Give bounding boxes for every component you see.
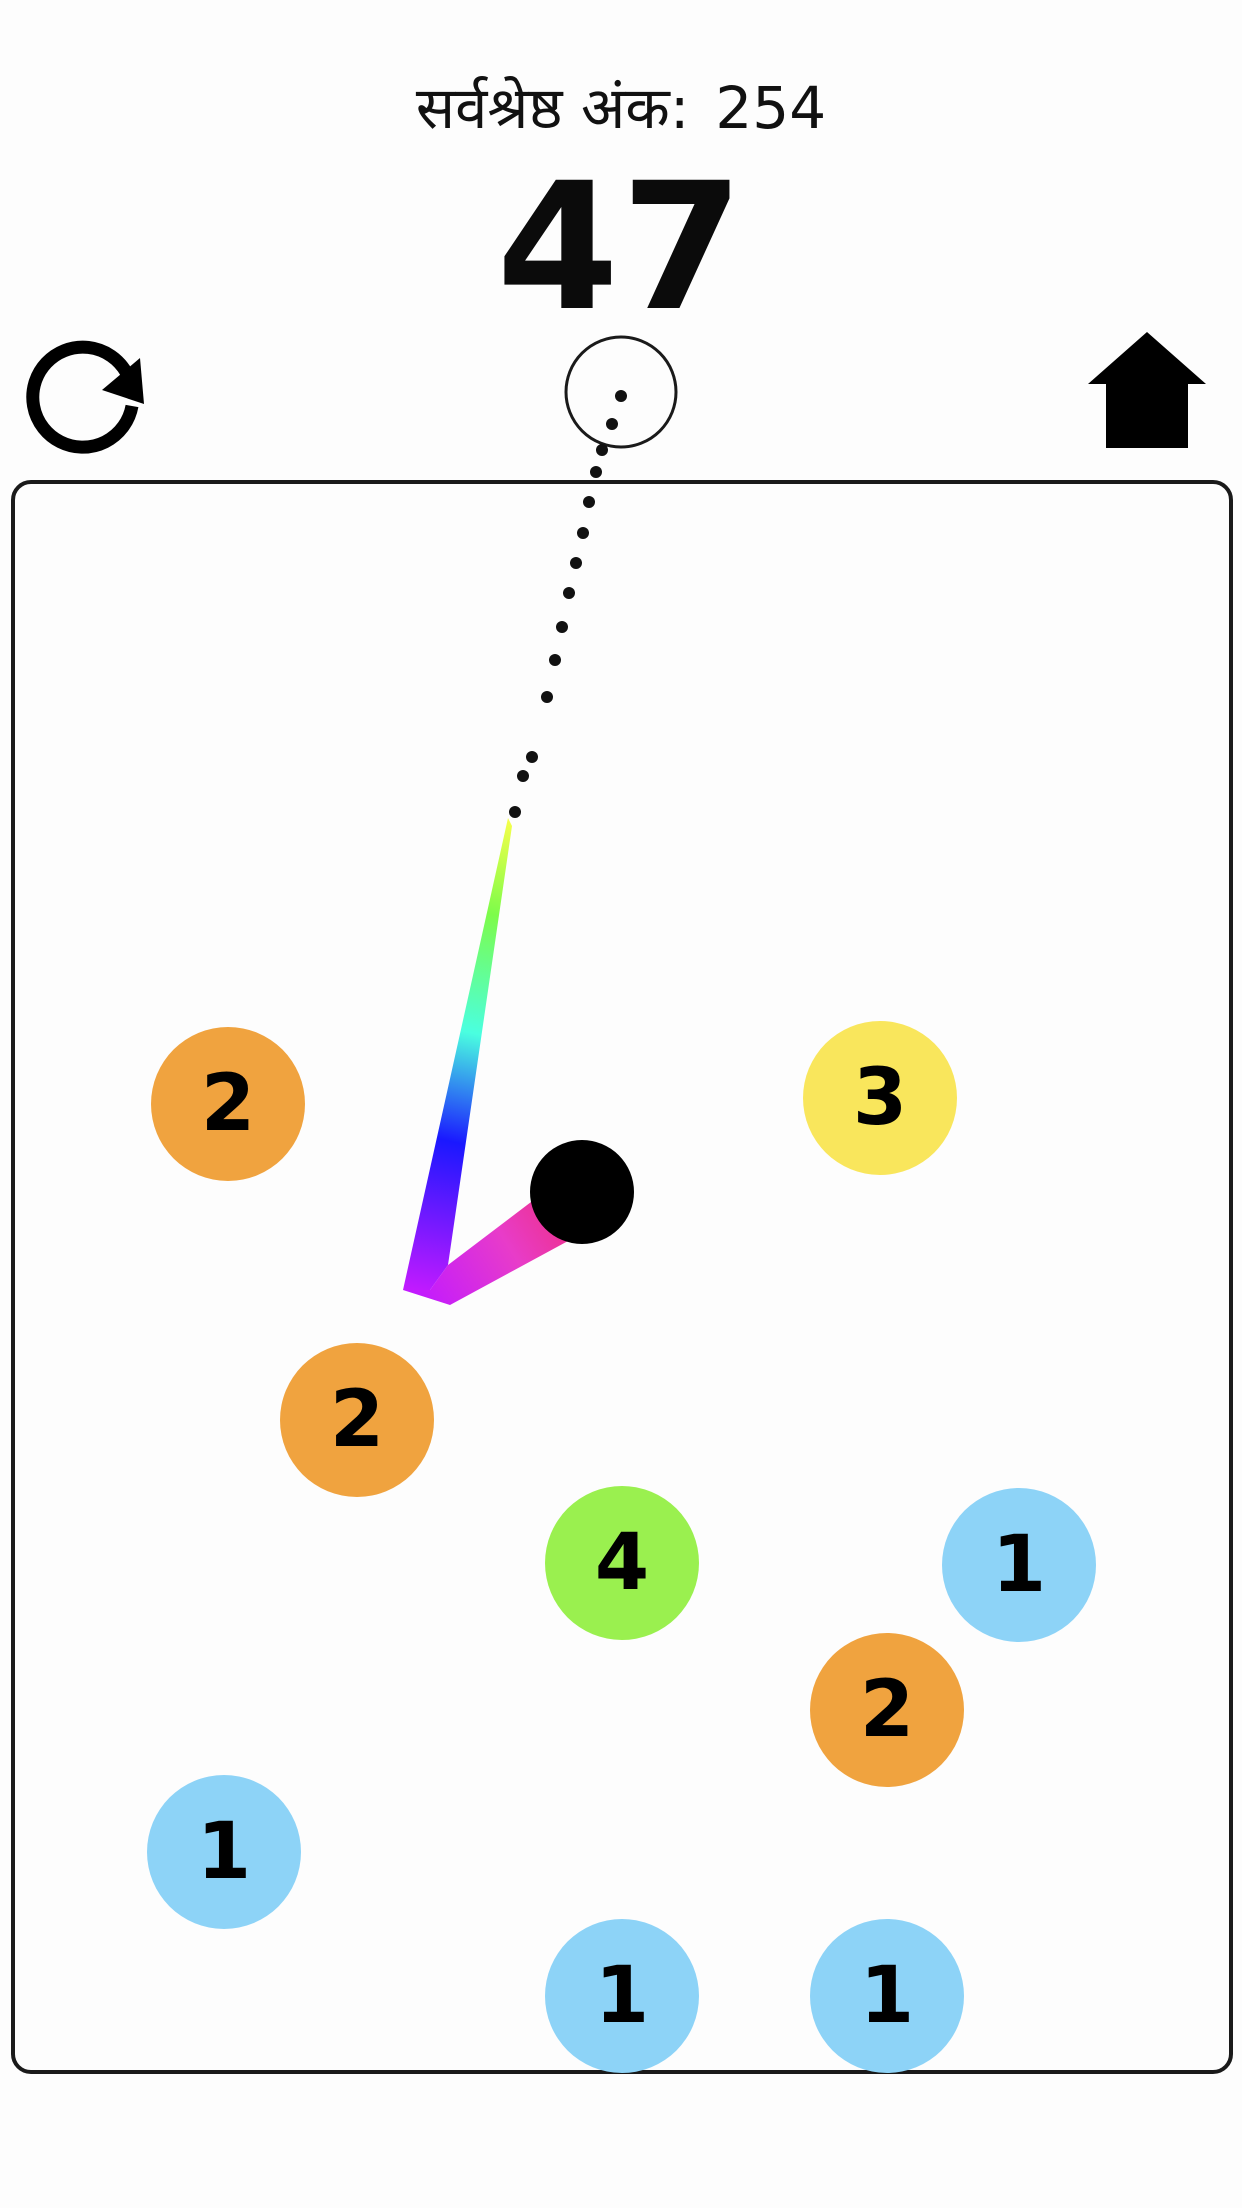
bubble-circle [810, 1633, 964, 1787]
bubble: 1 [147, 1775, 301, 1929]
bubble-circle [803, 1021, 957, 1175]
home-button[interactable] [1080, 326, 1210, 456]
aim-trajectory [509, 390, 627, 818]
bubble-circle [147, 1775, 301, 1929]
bubble: 1 [810, 1919, 964, 2073]
current-score: 47 [496, 145, 746, 350]
ball-trail [403, 818, 512, 1290]
bubble-number: 2 [201, 1059, 255, 1149]
restart-button[interactable] [22, 326, 152, 456]
bubble: 2 [151, 1027, 305, 1181]
bubble: 3 [803, 1021, 957, 1175]
bubble-number: 1 [595, 1951, 649, 2041]
bubble-number: 2 [860, 1665, 914, 1755]
bubble-circle [280, 1343, 434, 1497]
bubble: 2 [280, 1343, 434, 1497]
bubble-circle [545, 1919, 699, 2073]
home-icon [1088, 332, 1206, 448]
best-score: सर्वश्रेष्ठ अंक: 254 [0, 68, 1242, 148]
restart-icon [26, 340, 144, 454]
bubble-number: 4 [595, 1518, 649, 1608]
bubble: 2 [810, 1633, 964, 1787]
bubble-number: 3 [853, 1053, 907, 1143]
bubble-circle [151, 1027, 305, 1181]
bubble: 1 [545, 1919, 699, 2073]
best-score-value: 254 [715, 74, 827, 142]
bubble-circle [545, 1486, 699, 1640]
bubble: 4 [545, 1486, 699, 1640]
bubble-circle [810, 1919, 964, 2073]
bubble-number: 1 [992, 1520, 1046, 1610]
bubble-circle [942, 1488, 1096, 1642]
launcher-circle[interactable] [564, 335, 678, 449]
player-ball [530, 1140, 634, 1244]
bubble: 1 [942, 1488, 1096, 1642]
best-score-label: सर्वश्रेष्ठ अंक: [415, 74, 690, 142]
bubble-number: 1 [860, 1951, 914, 2041]
bubble-number: 2 [330, 1375, 384, 1465]
bubble-number: 1 [197, 1807, 251, 1897]
